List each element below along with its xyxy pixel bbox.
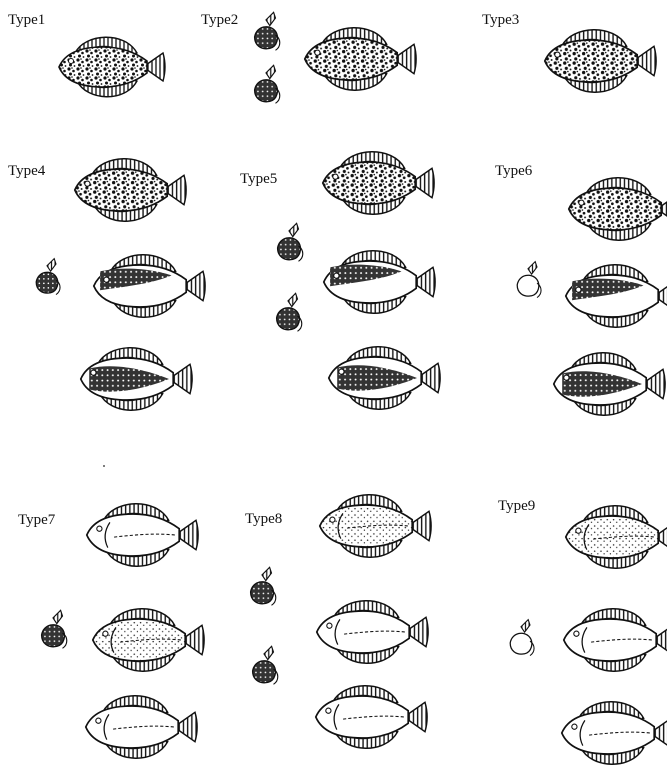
type6-larva <box>517 262 541 298</box>
type1-label: Type1 <box>8 12 45 28</box>
type8-fish-2 <box>317 601 428 663</box>
type8-label: Type8 <box>245 511 282 527</box>
type7-fish-1 <box>87 504 198 566</box>
type8-fish-1 <box>320 495 431 557</box>
type5-fish-1 <box>323 152 434 214</box>
type9-fish-2 <box>564 609 667 671</box>
type5-fish-3 <box>329 347 440 409</box>
type7-fish-2 <box>93 609 204 671</box>
type9-fish-1 <box>566 506 667 568</box>
type4-fish-1 <box>75 159 186 221</box>
type6-label: Type6 <box>495 163 533 179</box>
type5-larva-1 <box>278 223 303 261</box>
stray-mark <box>103 465 105 467</box>
type2-fish <box>305 28 416 90</box>
type4-fish-2 <box>94 255 205 317</box>
type7-fish-3 <box>86 696 197 758</box>
type4-fish-3 <box>81 348 192 410</box>
type8-fish-3 <box>316 686 427 748</box>
type7-label: Type7 <box>18 512 56 528</box>
type4-larva <box>36 259 60 295</box>
type8-larva-2 <box>253 646 278 684</box>
type4-label: Type4 <box>8 163 46 179</box>
type3-fish <box>545 30 656 92</box>
fish-drawings <box>59 28 667 764</box>
type9-fish-3 <box>562 702 667 764</box>
type7-larva <box>42 610 67 648</box>
type6-fish-2 <box>566 265 667 327</box>
type5-larva-2 <box>277 293 302 331</box>
type9-label: Type9 <box>498 498 535 514</box>
type8-larva-1 <box>251 567 276 605</box>
type2-larva-2 <box>255 65 280 103</box>
type5-fish-2 <box>324 251 435 313</box>
type6-fish-1 <box>569 178 667 240</box>
type6-fish-3 <box>554 353 665 415</box>
larva-drawings <box>36 12 541 684</box>
type1-fish <box>59 37 165 97</box>
type3-label: Type3 <box>482 12 519 28</box>
type2-label: Type2 <box>201 12 238 28</box>
type9-larva <box>510 620 534 656</box>
type5-label: Type5 <box>240 171 277 187</box>
type2-larva-1 <box>255 12 280 50</box>
